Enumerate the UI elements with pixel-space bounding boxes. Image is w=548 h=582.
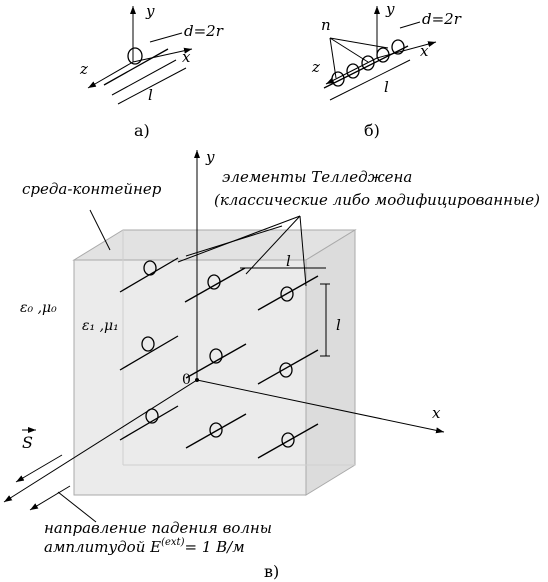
figure-c: y элементы Телледжена (классические либо…: [3, 148, 540, 581]
b-length-guide: [329, 59, 411, 101]
tellegen-element: [119, 335, 179, 371]
length-label-side: l: [336, 316, 341, 334]
a-caption: а): [134, 121, 150, 140]
tellegen-element: [185, 343, 247, 379]
b-normal-label: n: [321, 16, 331, 34]
container-right-face: [305, 229, 356, 496]
a-x-axis: [132, 47, 193, 63]
b-diameter-label: d=2r: [422, 10, 462, 28]
c-direction-pointer: [57, 491, 97, 523]
c-y-label: y: [205, 148, 215, 166]
c-pointer-3: [299, 215, 307, 287]
a-z-axis: [87, 61, 134, 89]
c-caption: в): [264, 562, 279, 581]
tellegen-element: [119, 405, 179, 441]
elements-label-line1: элементы Телледжена: [222, 168, 412, 186]
outer-medium-label: ε₀ ,μ₀: [20, 300, 57, 316]
a-length-guide: [117, 67, 187, 105]
b-normal-line-1: [329, 37, 337, 79]
b-normal-line-2: [329, 37, 369, 63]
c-incidence-arrow-lower: [29, 485, 71, 511]
b-length-label: l: [384, 78, 389, 96]
c-pointer-2: [245, 215, 301, 275]
c-z-axis: [3, 379, 198, 503]
a-wire-guide: [111, 59, 177, 96]
direction-label-line2: амплитудой E(ext)= 1 В/м: [44, 537, 245, 556]
tellegen-element: [119, 257, 179, 293]
a-diameter-label: d=2r: [184, 22, 224, 40]
length-label-top: l: [286, 252, 291, 270]
poynting-label: S: [22, 433, 33, 452]
origin-label: 0: [182, 372, 191, 388]
a-length-label: l: [148, 86, 153, 104]
tellegen-element: [185, 413, 247, 449]
container-label-pointer: [89, 209, 111, 251]
b-x-axis: [376, 41, 437, 59]
a-loop: [127, 47, 143, 65]
container-label: среда-контейнер: [22, 180, 162, 198]
direction-value: = 1 В/м: [184, 538, 244, 556]
figure-a: y d=2r x z l а): [79, 2, 224, 140]
c-pointer-4: [185, 225, 283, 257]
tellegen-element: [257, 423, 319, 459]
b-y-label: y: [385, 0, 395, 18]
figure-b: n y d=2r x z l б): [311, 0, 462, 140]
b-helix: [331, 39, 405, 87]
a-y-label: y: [145, 2, 155, 20]
c-origin-dot: [195, 378, 199, 382]
direction-label-line1: направление падения волны: [44, 519, 272, 537]
c-x-label: x: [432, 404, 441, 422]
a-z-label: z: [79, 60, 88, 78]
b-x-label: x: [420, 42, 429, 60]
b-z-axis: [325, 57, 378, 85]
tellegen-element: [257, 349, 319, 385]
elements-label-line2: (классические либо модифицированные): [214, 191, 540, 209]
direction-amplitude: амплитудой E: [44, 538, 161, 556]
b-normal-line-3: [329, 37, 389, 49]
tellegen-element: [184, 267, 246, 303]
inner-medium-label: ε₁ ,μ₁: [82, 318, 119, 334]
b-caption: б): [364, 121, 380, 140]
a-diameter-line: [149, 32, 183, 43]
a-x-label: x: [182, 48, 191, 66]
direction-superscript: (ext): [161, 537, 184, 548]
tellegen-elements: [119, 257, 319, 459]
b-diameter-line: [399, 21, 421, 29]
c-incidence-arrow-upper: [15, 454, 63, 483]
c-x-axis: [196, 379, 445, 434]
tellegen-element: [257, 275, 319, 311]
b-z-label: z: [311, 58, 320, 76]
a-wire: [103, 48, 169, 86]
